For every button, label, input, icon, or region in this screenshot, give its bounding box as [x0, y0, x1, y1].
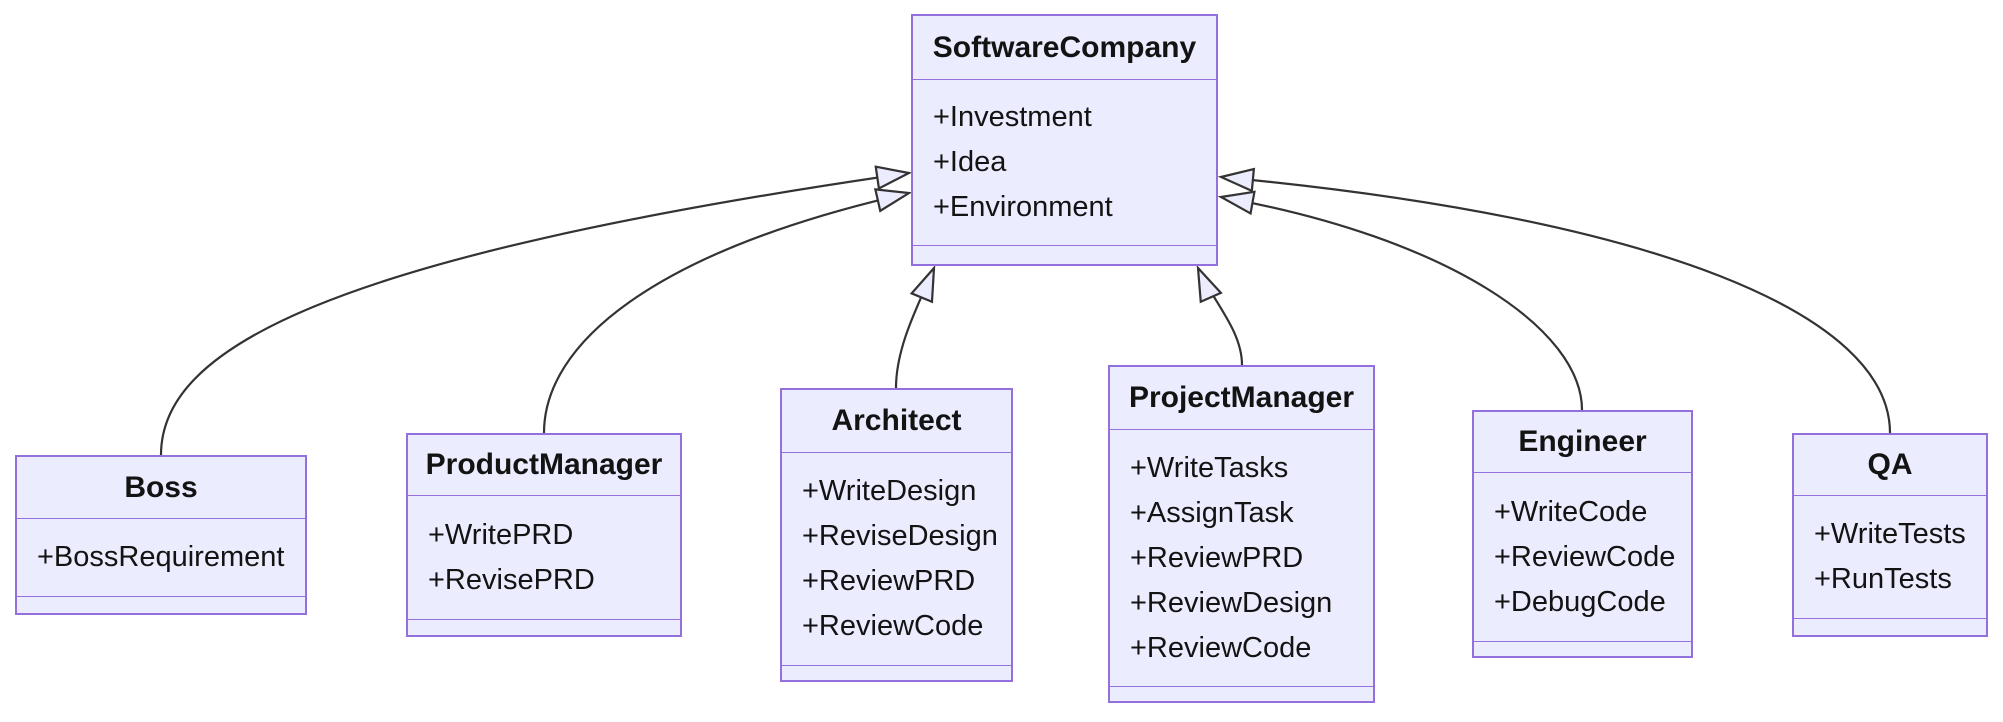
class-attribute: +WriteTasks	[1130, 451, 1289, 484]
class-attribute: +ReviewPRD	[802, 565, 976, 597]
class-attribute: +ReviewCode	[1494, 540, 1676, 573]
class-attributes: +WriteDesign +ReviseDesign +ReviewPRD +Revi…	[782, 453, 1011, 665]
class-box-productmanager: ProductManager +WritePRD +RevisePRD	[406, 433, 682, 637]
class-attribute: +ReviewPRD	[1130, 541, 1304, 574]
class-attribute: +Environment	[933, 191, 1113, 223]
class-methods-compartment	[782, 665, 1011, 686]
edge-boss-to-softwarecompany	[159, 165, 913, 456]
class-attribute: +WritePRD	[428, 518, 574, 551]
class-title: Boss	[17, 457, 305, 519]
class-methods-compartment	[1474, 641, 1691, 662]
class-attribute: +AssignTask	[1130, 496, 1294, 529]
class-attribute: +ReviewDesign	[1130, 586, 1333, 619]
class-attributes: +WriteTasks +AssignTask +ReviewPRD +ReviewD…	[1110, 430, 1373, 686]
class-box-qa: QA +WriteTests +RunTests	[1792, 433, 1988, 637]
class-attribute: +WriteTests	[1814, 518, 1966, 550]
class-box-architect: Architect +WriteDesign +ReviseDesign +Revi…	[780, 388, 1013, 682]
class-attributes: +WritePRD +RevisePRD	[408, 496, 680, 619]
class-attributes: +BossRequirement	[17, 519, 305, 596]
class-attribute: +RunTests	[1814, 563, 1952, 595]
class-box-softwarecompany: SoftwareCompany +Investment +Idea +Environ…	[911, 14, 1218, 266]
class-attribute: +RevisePRD	[428, 563, 595, 596]
class-title: Architect	[782, 390, 1011, 453]
class-attributes: +WriteCode +ReviewCode +DebugCode	[1474, 473, 1691, 641]
class-methods-compartment	[1794, 618, 1986, 641]
class-methods-compartment	[17, 596, 305, 619]
class-attribute: +ReviseDesign	[802, 520, 998, 552]
class-attribute: +ReviewCode	[802, 610, 984, 642]
class-title: SoftwareCompany	[913, 16, 1216, 80]
class-box-engineer: Engineer +WriteCode +ReviewCode +DebugCode	[1472, 410, 1693, 658]
class-title: Engineer	[1474, 412, 1691, 473]
edge-architect-to-softwarecompany	[894, 264, 936, 389]
class-attribute: +DebugCode	[1494, 585, 1666, 618]
edge-projectmanager-to-softwarecompany	[1196, 264, 1244, 366]
class-attribute: +ReviewCode	[1130, 631, 1312, 664]
edge-qa-to-softwarecompany	[1217, 167, 1892, 434]
class-box-projectmanager: ProjectManager +WriteTasks +AssignTask +Re…	[1108, 365, 1375, 703]
edge-productmanager-to-softwarecompany	[542, 188, 913, 434]
class-title: ProjectManager	[1110, 367, 1373, 430]
class-title: QA	[1794, 435, 1986, 496]
class-methods-compartment	[408, 619, 680, 641]
class-attributes: +WriteTests +RunTests	[1794, 496, 1986, 618]
class-methods-compartment	[1110, 686, 1373, 707]
class-attribute: +WriteDesign	[802, 475, 977, 507]
class-attribute: +WriteCode	[1494, 495, 1648, 528]
class-attribute: +Idea	[933, 146, 1007, 178]
class-attribute: +BossRequirement	[37, 541, 285, 573]
class-box-boss: Boss +BossRequirement	[15, 455, 307, 615]
class-attributes: +Investment +Idea +Environment	[913, 80, 1216, 245]
class-attribute: +Investment	[933, 101, 1092, 133]
class-title: ProductManager	[408, 435, 680, 496]
class-methods-compartment	[913, 245, 1216, 270]
edge-engineer-to-softwarecompany	[1217, 190, 1584, 411]
